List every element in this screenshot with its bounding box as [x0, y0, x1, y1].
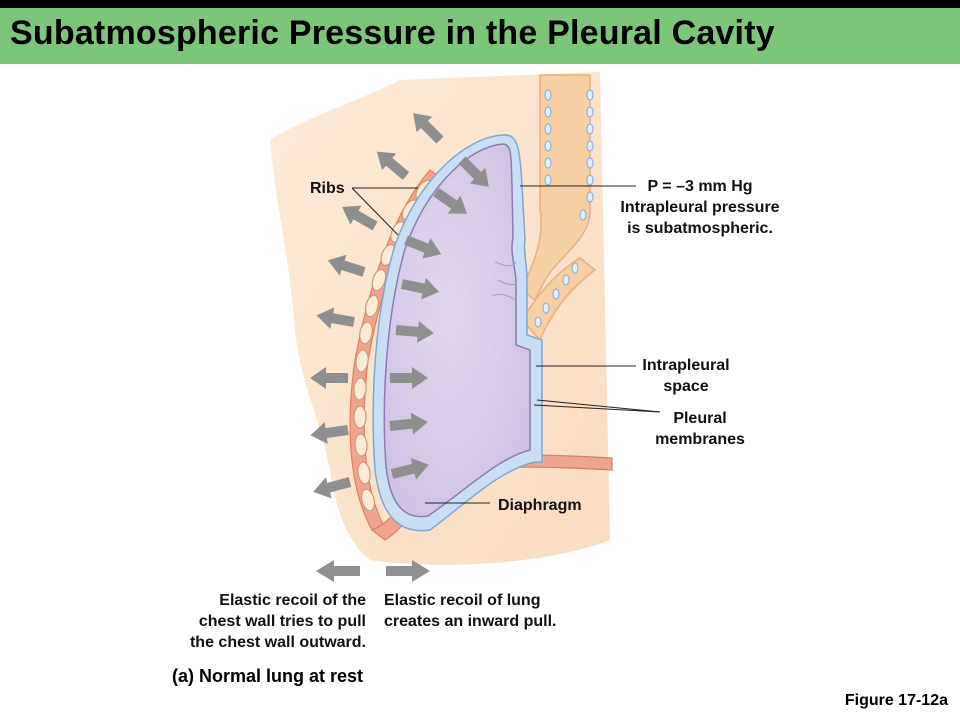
mediastinum-band [521, 74, 591, 302]
outward-arrow [342, 205, 378, 231]
outward-arrow [310, 367, 348, 389]
label-ribs: Ribs [310, 180, 345, 197]
inward-arrow [404, 235, 442, 259]
label-intrapleural-space: Intrapleural space [636, 355, 736, 397]
inward-arrows [389, 156, 489, 480]
inward-arrow [390, 458, 429, 480]
outward-arrow [313, 477, 352, 499]
top-black-strip [0, 0, 960, 8]
inward-arrow [390, 367, 428, 389]
inward-arrow [400, 277, 440, 300]
outward-arrow [376, 151, 410, 180]
intrapleural-line-2: space [663, 378, 709, 395]
chest-recoil-line-2: chest wall tries to pull [198, 613, 366, 630]
pleural-line-2: membranes [655, 431, 745, 448]
slide-title: Subatmospheric Pressure in the Pleural C… [10, 14, 775, 52]
legend-outward-arrow [316, 560, 360, 582]
chest-recoil-line-1: Elastic recoil of the [219, 592, 366, 609]
label-diaphragm: Diaphragm [498, 497, 582, 514]
pressure-line-2: Intrapleural pressure [620, 199, 780, 216]
outward-arrow [413, 113, 444, 144]
label-chest-wall-recoil: Elastic recoil of the chest wall tries t… [140, 590, 366, 653]
figure-caption: (a) Normal lung at rest [172, 666, 364, 686]
label-lung-recoil: Elastic recoil of lung creates an inward… [384, 590, 557, 632]
pleural-line-1: Pleural [673, 410, 727, 427]
chest-recoil-line-3: the chest wall outward. [189, 634, 366, 651]
title-bar [0, 8, 960, 64]
lung-recoil-line-1: Elastic recoil of lung [384, 592, 541, 609]
pressure-line-1: P = –3 mm Hg [647, 178, 753, 195]
intrapleural-line-1: Intrapleural [642, 357, 730, 374]
outward-arrow [316, 307, 355, 330]
lung-recoil-line-2: creates an inward pull. [384, 613, 557, 630]
label-pleural-membranes: Pleural membranes [640, 408, 760, 450]
inward-arrow [395, 320, 434, 343]
leader-lines [351, 185, 661, 504]
pressure-line-3: is subatmospheric. [627, 220, 773, 237]
inward-arrow [458, 156, 489, 187]
inward-arrow [433, 187, 468, 214]
inward-arrow [389, 412, 428, 435]
outward-arrow [327, 254, 366, 277]
label-pressure: P = –3 mm Hg Intrapleural pressure is su… [600, 176, 800, 239]
legend-inward-arrow [386, 560, 430, 582]
figure-reference: Figure 17-12a [844, 692, 948, 709]
outward-arrow [310, 422, 349, 444]
cartilage-beads [534, 89, 594, 328]
hilum-details [491, 261, 517, 301]
outward-arrows [310, 113, 444, 499]
